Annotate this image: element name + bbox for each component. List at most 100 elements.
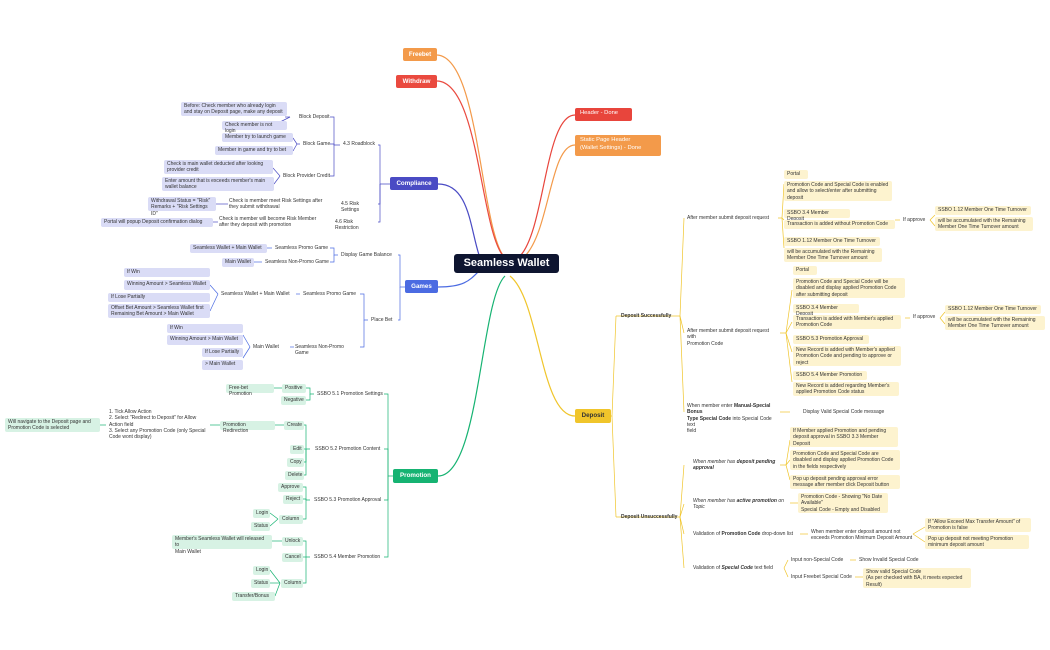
deposit-d29[interactable]: When member has active promotion on Topi… [693,498,784,511]
deposit-d26[interactable]: If Member applied Promotion and pending … [790,427,898,447]
games-node-5[interactable]: If Win [124,268,210,277]
games-node-2[interactable]: Seamless Promo Game [275,245,329,251]
ssbo-5-4-node[interactable]: SSBO 5.4 Member Promotion [314,554,381,560]
promotion-redirect-steps[interactable]: 1. Tick Allow Action 2. Select "Redirect… [109,409,206,440]
games-node-8[interactable]: Offset Bet Amount > Seamless Wallet firs… [108,304,210,318]
deposit-d2[interactable]: Portal [784,170,808,179]
column-node-2[interactable]: Column [281,579,303,588]
promotion-topic[interactable]: Promotion [393,469,438,483]
deposit-d7[interactable]: SSBO 1.12 Member One Time Turnover [935,206,1031,215]
deposit-d21[interactable]: SSBO 5.4 Member Promotion [793,371,867,380]
status-node-1[interactable]: Status [251,522,270,531]
deposit-d16[interactable]: If approve [913,314,936,320]
deposit-d35[interactable]: Validation of Special Code text field [693,565,773,571]
deposit-d33[interactable]: If "Allow Exceed Max Transfer Amount" of… [925,518,1031,532]
positive-node[interactable]: Positive [282,384,306,393]
deposit-d15[interactable]: Transaction is added with Member's appli… [793,315,901,329]
deposit-d6[interactable]: If approve [903,217,926,223]
display-game-balance-node[interactable]: Display Game Balance [341,252,392,258]
games-node-16[interactable]: Seamless Non-Promo Game [295,344,344,357]
roadblock-node[interactable]: 4.3 Roadblock [343,141,375,147]
deposit-d34[interactable]: Pop up deposit not meeting Promotion min… [925,535,1029,549]
deposit-d3[interactable]: Promotion Code and Special Code is enabl… [784,181,892,201]
deposit-d22[interactable]: New Record is added regarding Member's a… [793,382,899,396]
promotion-redirect-result[interactable]: Will navigate to the Deposit page and Pr… [5,418,100,432]
deposit-d28[interactable]: Pop up deposit pending approval error me… [790,475,900,489]
free-bet-promotion-node[interactable]: Free-bet Promotion [226,384,274,397]
games-node-6[interactable]: Winning Amount > Seamless Wallet [124,280,210,290]
games-node-7[interactable]: If Lose Partially [108,293,210,302]
static-page-header-topic[interactable]: Static Page Header (Wallet Settings) - D… [575,135,661,156]
deposit-d11[interactable]: After member submit deposit request with… [687,328,769,347]
negative-node[interactable]: Negative [281,396,306,405]
reject-node[interactable]: Reject [283,495,303,504]
deposit-d12[interactable]: Portal [793,266,817,275]
deposit-unsuccessfully-node[interactable]: Deposit Unsuccessfully [621,514,678,520]
deposit-d8[interactable]: will be accumulated with the Remaining M… [935,217,1033,231]
compliance-note-1[interactable]: Before: Check member who already login a… [181,102,287,116]
ssbo-5-1-node[interactable]: SSBO 5.1 Promotion Settings [317,391,383,397]
compliance-note-5[interactable]: Check is main wallet deducted after look… [164,160,273,174]
deposit-d37[interactable]: Show Invalid Special Code [859,557,919,563]
compliance-note-8[interactable]: Check is member meet Risk Settings after… [229,198,323,211]
deposit-d36[interactable]: Input non-Special Code [791,557,844,563]
risk-settings-node[interactable]: 4.5 Risk Settings [341,201,360,214]
place-bet-node[interactable]: Place Bet [371,317,393,323]
promotion-redirection-node[interactable]: Promotion Redirection [220,421,275,434]
games-node-14[interactable]: > Main Wallet [202,360,243,370]
games-node-15[interactable]: Main Wallet [253,344,279,350]
games-node-13[interactable]: If Lose Partially [202,348,243,357]
deposit-d27[interactable]: Promotion Code and Special Code are disa… [790,450,900,470]
deposit-d17[interactable]: SSBO 1.12 Member One Time Turnover [945,305,1041,314]
risk-restriction-node[interactable]: 4.6 Risk Restriction [335,219,359,232]
deposit-d39[interactable]: Show valid Special Code (As per checked … [863,568,971,588]
compliance-note-2[interactable]: Check member is not login [222,121,287,134]
deposit-d20[interactable]: New Record is added with Member's applie… [793,346,901,366]
games-node-3[interactable]: Main Wallet [222,258,254,267]
deposit-topic[interactable]: Deposit [575,409,611,423]
compliance-note-3[interactable]: Member try to launch game [222,133,293,142]
deposit-d23[interactable]: When member enter Manual-Special Bonus T… [687,403,772,434]
deposit-d30[interactable]: Promotion Code - Showing "No Date Availa… [798,493,888,513]
edit-node[interactable]: Edit [290,445,304,454]
games-node-4[interactable]: Seamless Non-Promo Game [265,259,329,265]
root-topic[interactable]: Seamless Wallet [454,254,559,273]
deposit-d9[interactable]: SSBO 1.12 Member One Time Turnover [784,237,880,246]
ssbo-5-2-node[interactable]: SSBO 5.2 Promotion Content [315,446,381,452]
compliance-note-6[interactable]: Enter amount that is exceeds member's ma… [162,177,274,191]
ssbo-5-3-node[interactable]: SSBO 5.3 Promotion Approval [314,497,382,503]
freebet-topic[interactable]: Freebet [403,48,437,61]
delete-node[interactable]: Delete [285,471,304,480]
compliance-note-10[interactable]: Check is member will become Risk Member … [219,216,317,229]
deposit-d1[interactable]: After member submit deposit request [687,215,769,221]
games-topic[interactable]: Games [405,280,438,293]
deposit-d32[interactable]: When member enter deposit amount not exc… [811,529,913,542]
deposit-d31[interactable]: Validation of Promotion Code drop-down l… [693,531,793,537]
games-node-9[interactable]: Seamless Wallet + Main Wallet [221,291,290,297]
login-node-1[interactable]: Login [253,509,270,518]
games-node-11[interactable]: If Win [167,324,243,333]
transfer-bonus-node[interactable]: Transfer/Bonus [232,592,275,601]
games-node-12[interactable]: Winning Amount > Main Wallet [167,335,243,345]
login-node-2[interactable]: Login [253,566,270,575]
deposit-d5[interactable]: Transaction is added without Promotion C… [784,220,895,229]
deposit-d10[interactable]: will be accumulated with the Remaining M… [784,248,882,262]
copy-node[interactable]: Copy [287,458,304,467]
deposit-d38[interactable]: Input Freebet Special Code [791,574,852,580]
games-node-1[interactable]: Seamless Wallet + Main Wallet [190,244,267,253]
compliance-topic[interactable]: Compliance [390,177,438,190]
compliance-note-7[interactable]: Withdrawal Status = "Risk" Remarks + "Ri… [148,197,216,217]
games-node-10[interactable]: Seamless Promo Game [303,291,357,297]
header-done-topic[interactable]: Header - Done [575,108,632,121]
compliance-note-4[interactable]: Member in game and try to bet [215,146,293,155]
unlock-node[interactable]: Unlock [282,537,303,546]
compliance-note-9[interactable]: Portal will popup Deposit confirmation d… [101,218,213,227]
deposit-d14[interactable]: SSBO 3.4 Member Deposit [793,304,859,317]
block-game-node[interactable]: Block Game [303,141,331,147]
status-node-2[interactable]: Status [251,579,270,588]
block-deposit-node[interactable]: Block Deposit [299,114,330,120]
unlock-result-node[interactable]: Member's Seamless Wallet will released t… [172,535,272,555]
deposit-successfully-node[interactable]: Deposit Successfully [621,313,672,319]
column-node-1[interactable]: Column [279,515,303,524]
deposit-d25[interactable]: When member has deposit pending approval [693,459,776,472]
